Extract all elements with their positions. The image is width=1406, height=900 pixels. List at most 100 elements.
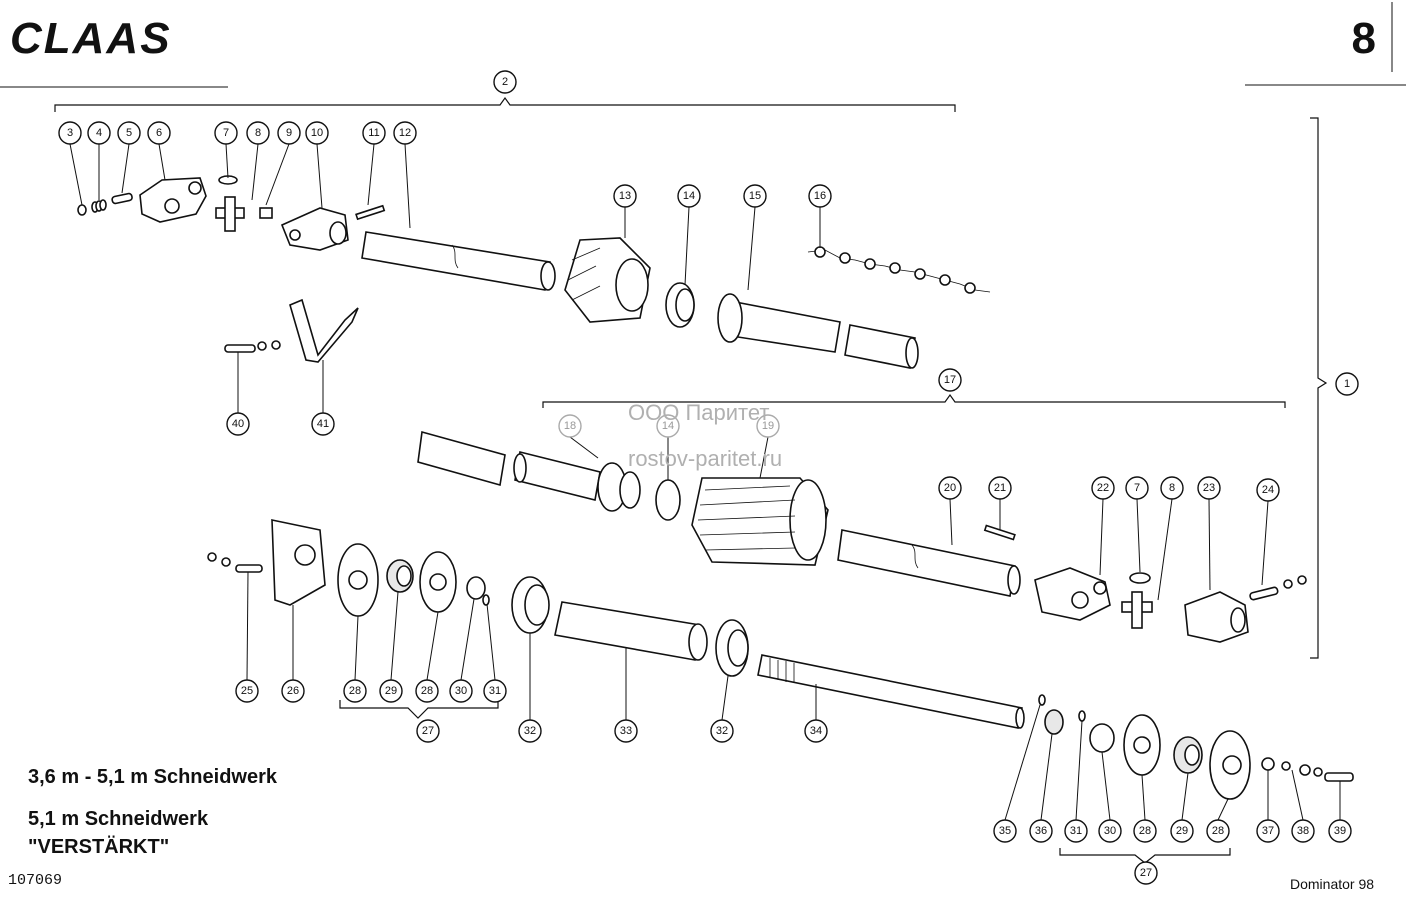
callout-leader — [158, 143, 166, 181]
bearing-housing-32b — [715, 619, 749, 677]
callout-7: 7 — [1125, 476, 1149, 573]
callout-18: 18 — [558, 414, 599, 459]
callout-circle — [449, 679, 473, 703]
callout-11: 11 — [362, 121, 386, 206]
callout-leader — [949, 498, 953, 546]
callout-label: 35 — [999, 825, 1011, 837]
callout-label: 24 — [1262, 484, 1274, 496]
grease-nipple-9 — [259, 207, 273, 219]
callout-label: 22 — [1097, 482, 1109, 494]
callout-24: 24 — [1256, 478, 1280, 586]
callout-circle — [1335, 372, 1359, 396]
callout-37: 37 — [1256, 770, 1280, 843]
callout-41: 41 — [311, 360, 335, 436]
callout-leader — [121, 143, 130, 194]
callout-leader — [1261, 500, 1269, 586]
callout-label: 37 — [1262, 825, 1274, 837]
callout-circle — [87, 121, 111, 145]
callout-23: 23 — [1197, 476, 1221, 591]
callout-leader — [747, 206, 756, 291]
callout-32: 32 — [518, 633, 542, 743]
callout-label: 29 — [385, 685, 397, 697]
callout-label: 17 — [944, 374, 956, 386]
callout-circle — [988, 476, 1012, 500]
callout-circle — [281, 679, 305, 703]
callout-circle — [493, 70, 517, 94]
callout-label: 16 — [814, 190, 826, 202]
callout-leader — [316, 143, 323, 209]
callout-circle — [1134, 861, 1158, 885]
callout-leader — [1099, 498, 1104, 576]
callout-label: 31 — [489, 685, 501, 697]
callout-leader — [1004, 704, 1041, 821]
callout-label: 6 — [156, 127, 162, 139]
callout-leader — [569, 436, 599, 459]
callout-label: 31 — [1070, 825, 1082, 837]
callout-label: 23 — [1203, 482, 1215, 494]
callout-6: 6 — [147, 121, 171, 181]
snap-ring-35 — [1038, 694, 1046, 706]
bearing-ring-14b — [655, 479, 681, 521]
callout-label: 4 — [96, 127, 102, 139]
callout-8: 8 — [1157, 476, 1184, 601]
callout-circle — [677, 184, 701, 208]
bracket-27-right — [1059, 848, 1231, 864]
callout-28: 28 — [343, 615, 367, 703]
callout-label: 14 — [662, 420, 674, 432]
yoke-6 — [139, 177, 207, 223]
bracket-27-left — [339, 700, 499, 719]
callout-leader — [251, 143, 259, 201]
caption-variant-line1: 5,1 m Schneidwerk — [28, 808, 209, 830]
callout-13: 13 — [613, 184, 637, 238]
callout-leader — [1101, 751, 1111, 821]
callout-circle — [808, 184, 832, 208]
callout-8: 8 — [246, 121, 270, 201]
callout-label: 28 — [1212, 825, 1224, 837]
callout-label: 34 — [810, 725, 822, 737]
callout-circle — [1160, 476, 1184, 500]
callout-22: 22 — [1091, 476, 1115, 576]
callout-label: 28 — [1139, 825, 1151, 837]
callout-circle — [1098, 819, 1122, 843]
callout-label: 29 — [1176, 825, 1188, 837]
callout-28: 28 — [1133, 774, 1157, 843]
callout-circle — [214, 121, 238, 145]
callout-circle — [804, 719, 828, 743]
spring-4 — [91, 199, 107, 213]
callout-29: 29 — [1170, 772, 1194, 843]
callout-33: 33 — [614, 648, 638, 743]
callout-label: 25 — [241, 685, 253, 697]
callout-leader — [1040, 733, 1053, 821]
callout-circle — [1291, 819, 1315, 843]
callout-leader — [404, 143, 411, 229]
callout-circle — [1170, 819, 1194, 843]
callout-28: 28 — [415, 611, 439, 703]
callout-circle — [117, 121, 141, 145]
callout-30: 30 — [1098, 751, 1122, 843]
callout-label: 13 — [619, 190, 631, 202]
pin-5 — [111, 192, 133, 205]
callout-leader — [460, 598, 475, 681]
callout-label: 26 — [287, 685, 299, 697]
callout-label: 8 — [255, 127, 261, 139]
bearing-29b — [1173, 736, 1203, 774]
callout-circle — [993, 819, 1017, 843]
callout-circle — [1328, 819, 1352, 843]
shaft-34 — [757, 654, 1025, 729]
yoke-23 — [1184, 591, 1249, 643]
callout-label: 33 — [620, 725, 632, 737]
callout-27: 27 — [416, 719, 440, 743]
yoke-10 — [280, 207, 349, 251]
callout-1: 1 — [1335, 372, 1359, 396]
callout-label: 19 — [762, 420, 774, 432]
callout-9: 9 — [265, 121, 301, 206]
callout-34: 34 — [804, 684, 828, 743]
callout-circle — [226, 412, 250, 436]
drawing-number: 107069 — [8, 872, 63, 889]
callout-31: 31 — [483, 603, 507, 703]
callout-label: 30 — [455, 685, 467, 697]
callout-label: 15 — [749, 190, 761, 202]
callout-circle — [147, 121, 171, 145]
callout-4: 4 — [87, 121, 111, 200]
